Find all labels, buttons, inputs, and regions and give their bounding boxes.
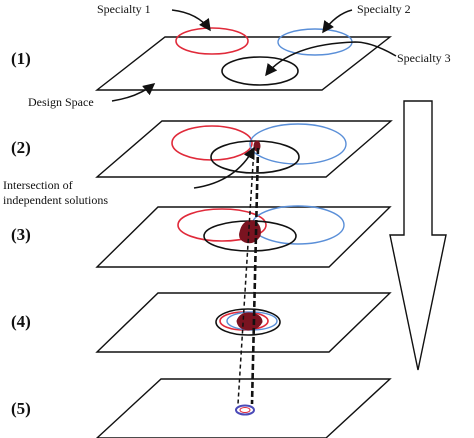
plane-4: [95, 292, 392, 353]
plane-3-solution-region: [239, 220, 261, 244]
plane-3: [95, 205, 392, 268]
plane-5-sheet: [95, 378, 392, 438]
plane-4-sheet: [95, 292, 392, 353]
process-direction-arrow: [389, 100, 447, 371]
step-label-5: (5): [11, 399, 31, 418]
specialty-2-label: Specialty 2: [357, 2, 411, 16]
step-label-4: (4): [11, 312, 31, 331]
plane-1-specialty-2-ellipse: [277, 28, 353, 56]
specialty-1-callout-arrow: [171, 9, 211, 32]
plane-2-sheet: [95, 120, 393, 178]
step-label-1: (1): [11, 49, 31, 68]
plane-4-specialty-3-ellipse: [215, 308, 281, 336]
projection-line-right: [250, 147, 260, 405]
plane-4-solution-region: [236, 312, 263, 331]
plane-1: [94, 27, 393, 91]
plane-1-specialty-1-ellipse: [175, 27, 249, 55]
plane-3-specialty-1-ellipse: [177, 208, 267, 242]
plane-1-specialty-3-ellipse: [221, 56, 299, 86]
plane-1-sheet: [94, 36, 393, 91]
plane-5-small-region-outer: [235, 404, 255, 416]
plane-2: [95, 120, 393, 178]
design-space-label: Design Space: [28, 95, 94, 109]
plane-3-sheet: [95, 206, 392, 268]
step-label-3: (3): [11, 225, 31, 244]
plane-2-specialty-3-ellipse: [210, 140, 300, 174]
design-space-callout-arrow: [111, 83, 156, 102]
plane-2-specialty-2-ellipse: [249, 123, 347, 165]
step-label-2: (2): [11, 138, 31, 157]
plane-5: [95, 378, 392, 438]
intersection-label-line-1: Intersection of: [3, 178, 73, 192]
intersection-callout-arrow: [193, 146, 255, 189]
specialty-2-callout-arrow: [322, 9, 353, 34]
projection-line-left: [237, 147, 255, 405]
intersection-label-line-2: independent solutions: [3, 193, 108, 207]
specialty-3-callout-arrow: [265, 41, 397, 77]
projection-lines: [237, 147, 260, 405]
specialty-3-label: Specialty 3: [397, 51, 451, 65]
plane-5-small-region-inner: [239, 407, 251, 413]
specialty-1-label: Specialty 1: [97, 2, 151, 16]
